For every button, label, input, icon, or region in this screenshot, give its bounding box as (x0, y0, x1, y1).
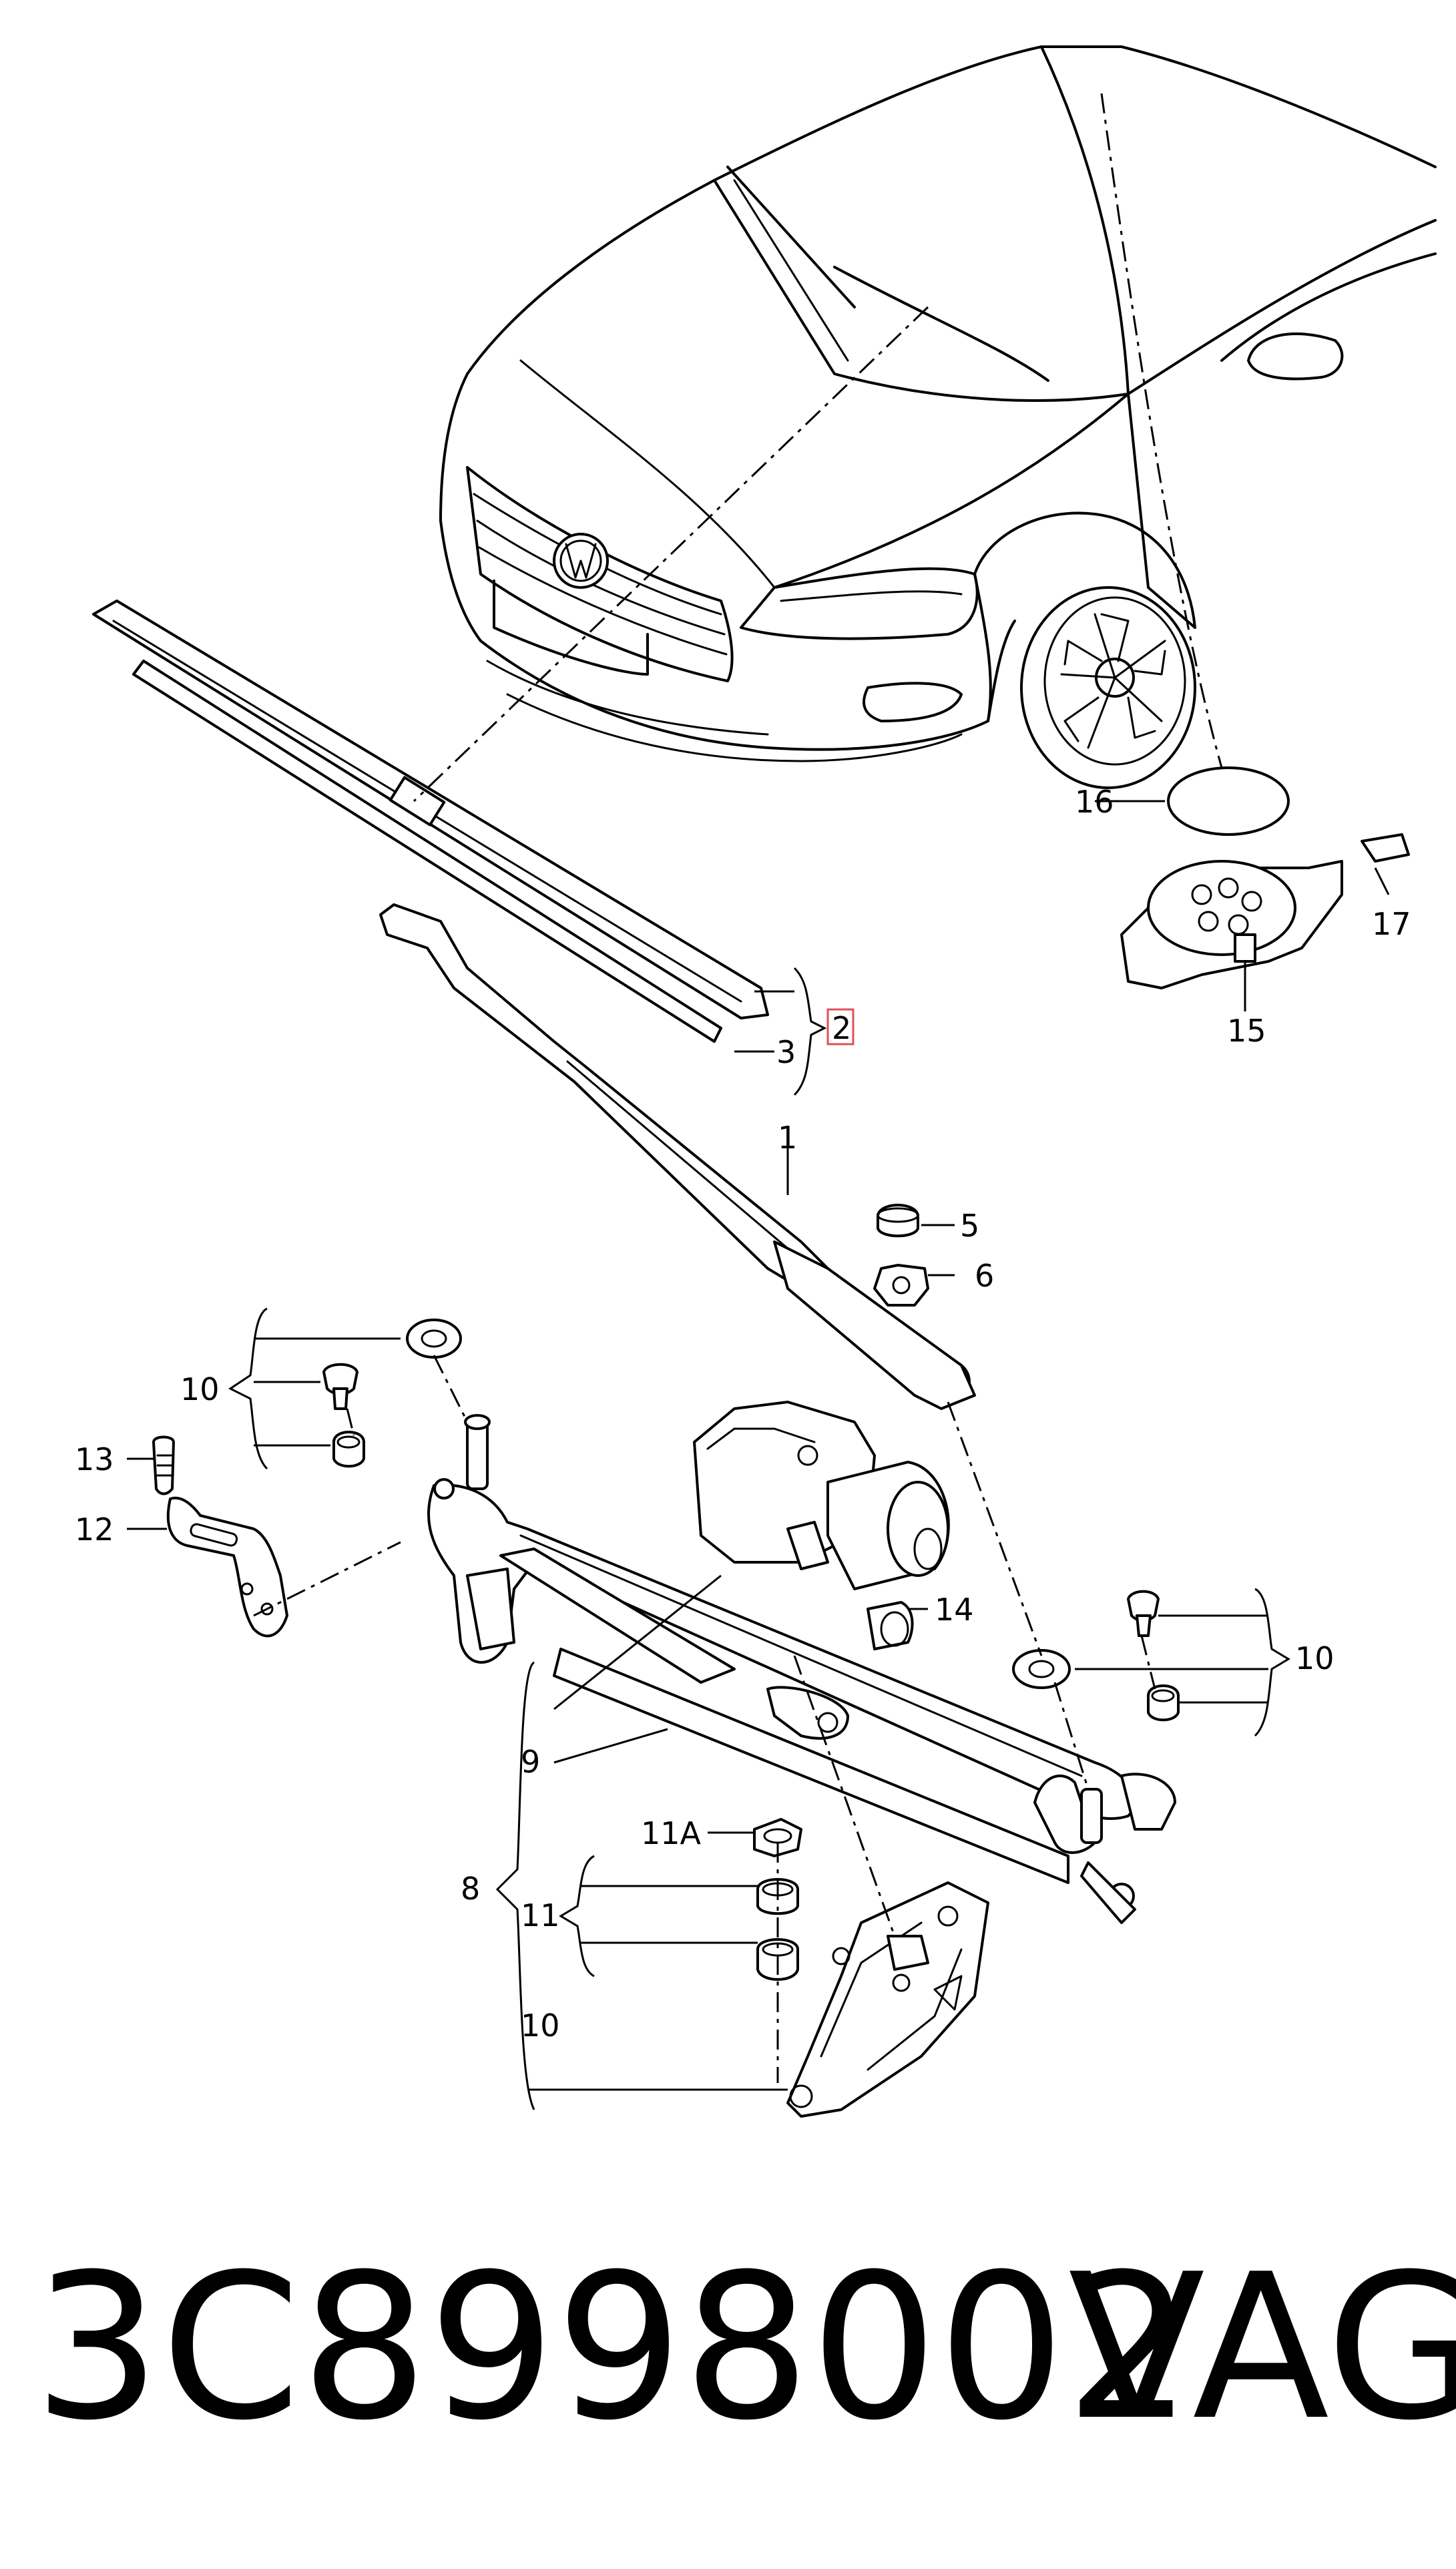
wiper-blade (92, 600, 769, 1043)
callout-10-right: 10 (1295, 1640, 1334, 1676)
callout-11: 11 (521, 1897, 560, 1933)
left-grommets (322, 1319, 462, 1468)
lower-mount (753, 1818, 989, 2118)
brand-name: VAG (1068, 2231, 1456, 2464)
part-number: 3C8998002 (33, 2231, 1192, 2464)
callout-10-left: 10 (180, 1371, 220, 1407)
callout-2-highlight (826, 1008, 855, 1045)
rain-sensor (1120, 766, 1410, 989)
wiper-linkage (427, 1414, 1176, 1924)
callout-10-lower: 10 (521, 2008, 560, 2044)
callout-9: 9 (521, 1744, 540, 1780)
callout-6: 6 (975, 1258, 994, 1294)
right-grommets (1012, 1590, 1180, 1722)
left-bracket (152, 1435, 288, 1638)
callout-8: 8 (461, 1871, 480, 1907)
wiper-motor (693, 1401, 950, 1650)
callout-12: 12 (75, 1511, 114, 1548)
callout-15: 15 (1227, 1013, 1266, 1049)
callout-16: 16 (1075, 784, 1114, 820)
callout-11a: 11A (641, 1815, 702, 1851)
callout-3: 3 (776, 1034, 796, 1070)
callout-2: 2 (832, 1010, 851, 1046)
callouts: 1 2 3 5 6 8 9 10 10 10 11 11A 12 13 14 1… (75, 784, 1411, 2044)
callout-1: 1 (778, 1120, 797, 1156)
leader-lines (127, 800, 1390, 2110)
callout-13: 13 (75, 1441, 114, 1477)
callout-5: 5 (960, 1208, 979, 1244)
cap-and-nut (873, 1204, 929, 1307)
wiper-arm (379, 903, 976, 1410)
callout-14: 14 (935, 1592, 974, 1628)
callout-17: 17 (1372, 906, 1411, 942)
centerlines (253, 93, 1223, 2083)
car-illustration (439, 45, 1437, 789)
